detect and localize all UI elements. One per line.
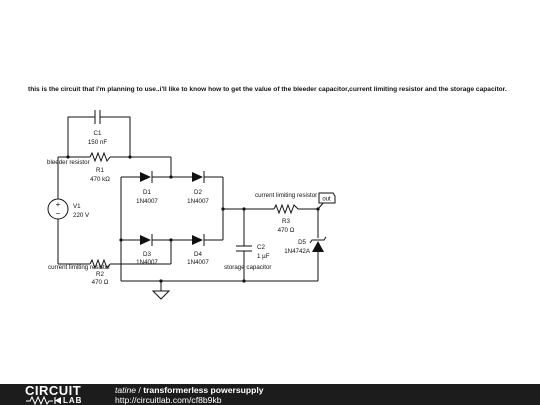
d3-value: 1N4007	[136, 259, 158, 266]
d2-value: 1N4007	[187, 198, 209, 205]
circuitlab-logo[interactable]: CIRCUIT LAB	[25, 384, 95, 405]
r3-ref: R3	[282, 218, 290, 225]
junction-dots	[66, 155, 320, 283]
c2-note: storage capacitor	[224, 264, 271, 271]
circuit-schematic: C1 150 nF bleeder resistor R1 470 kΩ + −…	[47, 110, 336, 300]
d1-value: 1N4007	[136, 198, 158, 205]
c2-value: 1 µF	[257, 253, 270, 260]
footer-separator: /	[136, 385, 144, 395]
diode-d4[interactable]: D4 1N4007	[187, 234, 209, 266]
r3-value: 470 Ω	[278, 227, 295, 234]
r2-note: current limiting resistor	[48, 264, 110, 271]
capacitor-c2[interactable]: C2 1 µF storage capacitor	[224, 244, 271, 271]
question-text: this is the circuit that i'm planning to…	[28, 86, 507, 93]
d1-ref: D1	[143, 189, 151, 196]
d4-ref: D4	[194, 251, 202, 258]
wires	[57, 116, 325, 291]
r1-value: 470 kΩ	[90, 176, 110, 183]
resistor-r1[interactable]: bleeder resistor R1 470 kΩ	[47, 151, 111, 183]
d5-value: 1N4742A	[284, 248, 311, 255]
diode-d1[interactable]: D1 1N4007	[136, 171, 158, 205]
c1-value: 150 nF	[88, 139, 107, 146]
output-terminal[interactable]: out	[318, 192, 336, 204]
logo-text-bottom: LAB	[63, 396, 83, 405]
d3-ref: D3	[143, 251, 151, 258]
v1-minus: −	[56, 209, 61, 218]
zener-diode-d5[interactable]: D5 1N4742A	[284, 236, 327, 255]
capacitor-c1[interactable]: C1 150 nF	[88, 110, 107, 146]
d5-ref: D5	[298, 239, 306, 246]
r2-value: 470 Ω	[92, 279, 109, 286]
r1-ref: R1	[96, 167, 104, 174]
c2-ref: C2	[257, 244, 265, 251]
v1-value: 220 V	[73, 212, 90, 219]
resistor-r3[interactable]: current limiting resistor R3 470 Ω	[255, 192, 317, 234]
footer-user[interactable]: tatine	[115, 385, 137, 395]
voltage-source-v1[interactable]: + − V1 220 V	[47, 198, 90, 220]
d2-ref: D2	[194, 189, 202, 196]
footer-project-name[interactable]: transformerless powersupply	[143, 385, 264, 395]
footer-bar: CIRCUIT LAB tatine / transformerless pow…	[0, 384, 540, 405]
diode-d3[interactable]: D3 1N4007	[136, 234, 158, 266]
v1-plus: +	[56, 200, 61, 209]
r2-ref: R2	[96, 271, 104, 278]
footer-url[interactable]: http://circuitlab.com/cf8b9kb	[115, 395, 222, 405]
ground-symbol	[151, 290, 171, 300]
c1-ref: C1	[94, 130, 102, 137]
resistor-r2[interactable]: current limiting resistor R2 470 Ω	[48, 258, 111, 286]
d4-value: 1N4007	[187, 259, 209, 266]
logo-text-top: CIRCUIT	[25, 383, 82, 398]
footer-title: tatine / transformerless powersupply	[115, 385, 264, 395]
diode-d2[interactable]: D2 1N4007	[187, 171, 209, 205]
logo-resistor-icon	[26, 396, 61, 405]
out-label: out	[322, 197, 331, 203]
r3-note: current limiting resistor	[255, 192, 317, 199]
v1-ref: V1	[73, 203, 81, 210]
r1-note: bleeder resistor	[47, 159, 90, 166]
